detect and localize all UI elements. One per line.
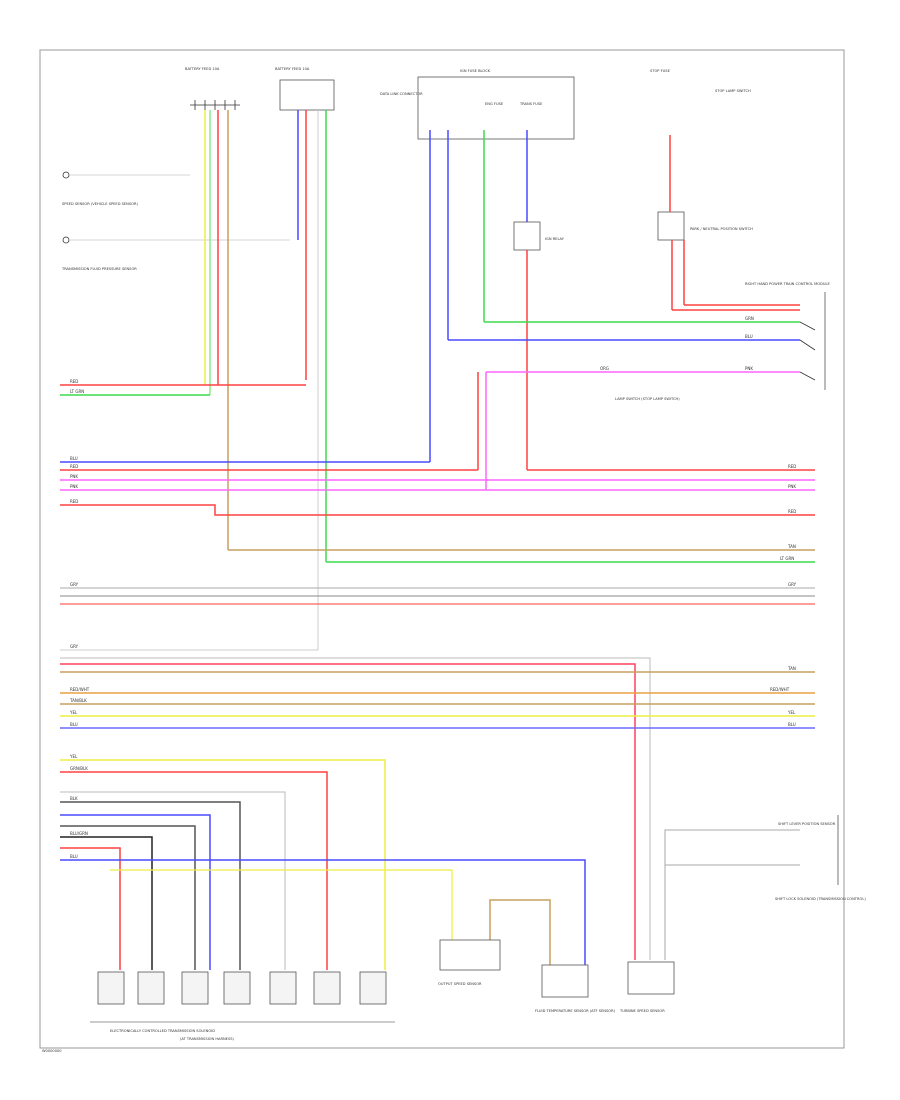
label-ltgrn-right: LT GRN (780, 556, 794, 561)
wire-h-gray-5 (60, 657, 651, 960)
diagram-frame (39, 49, 845, 1049)
output-speed-box (439, 939, 501, 971)
shift-lock-label: SHIFT LOCK SOLENOID (TRANSMISSION CONTRO… (775, 897, 866, 901)
pressure-sensor-icon (62, 236, 70, 244)
connector-bracket-1 (190, 100, 240, 110)
solenoid-box-3 (181, 971, 209, 1005)
wire-h-red-e (60, 504, 815, 516)
label-red-2: RED (70, 464, 78, 469)
solenoid-box-4 (223, 971, 251, 1005)
solenoid-box-7 (359, 971, 387, 1005)
fuse-label-left: ENG FUSE (485, 102, 504, 106)
footer-code: W0000000 (42, 1049, 62, 1053)
fluid-temp-box (541, 964, 589, 998)
label-pnk-1: PNK (70, 474, 78, 479)
label-org-mid: ORG (600, 366, 609, 371)
label-redwht-right: RED/WHT (770, 687, 790, 692)
wire-b-black (60, 836, 153, 970)
label-blu-3: BLU (70, 854, 78, 859)
label-gry-right: GRY (788, 582, 797, 587)
wire-b-dkgray-2 (60, 825, 196, 970)
park-neutral-label: PARK / NEUTRAL POSITION SWITCH (690, 227, 753, 231)
wire-b-yellow (60, 759, 386, 970)
ign-relay-box (513, 221, 541, 251)
turbine-speed-label: TURBINE SPEED SENSOR (619, 1009, 665, 1013)
wire-b-red-2 (60, 847, 121, 970)
label-blu-module: BLU (745, 334, 753, 339)
label-red-right: RED (788, 464, 796, 469)
label-grnblk: GRN/BLK (70, 766, 88, 771)
ign-relay-label: IGN RELAY (545, 237, 565, 241)
label-gry-2: GRY (70, 644, 79, 649)
battery-feed-label-2: BATTERY FEED 10A (275, 67, 310, 71)
module-switch-1 (799, 321, 816, 381)
trans-harness-label: (AT TRANSMISSION HARNESS) (180, 1037, 235, 1041)
wire-b-blue-2 (60, 859, 586, 965)
label-blk: BLK (70, 796, 78, 801)
label-grn-module: GRN (745, 316, 754, 321)
output-speed-label: OUTPUT SPEED SENSOR (438, 982, 482, 986)
label-pnk-2: PNK (70, 484, 78, 489)
solenoid-box-1 (97, 971, 125, 1005)
solenoid-box-2 (137, 971, 165, 1005)
wire-b-gray (60, 791, 286, 970)
solenoid-box-5 (269, 971, 297, 1005)
label-pnk-module: PNK (745, 366, 753, 371)
wire-h-red-6 (60, 663, 636, 960)
wire-b-tan-loop (489, 899, 551, 965)
solenoid-group-label: ELECTRONICALLY CONTROLLED TRANSMISSION S… (110, 1029, 215, 1033)
label-yel-2: YEL (69, 754, 78, 759)
speed-sensor-icon (62, 171, 70, 179)
wire-b-yellow-2 (110, 869, 453, 940)
label-blu-2: BLU (70, 722, 78, 727)
wire-b-dkgray (60, 801, 241, 970)
battery-feed-label-1: BATTERY FEED 10A (185, 67, 220, 71)
label-tan-right: TAN (787, 544, 796, 549)
lamp-switch-label: LAMP SWITCH (STOP LAMP SWITCH) (615, 397, 680, 401)
label-red-3: RED (70, 499, 78, 504)
connector-box-2 (279, 79, 335, 111)
right-power-label: RIGHT HAND POWER TRAIN CONTROL MODULE (745, 282, 831, 286)
data-link-label: DATA LINK CONNECTOR (380, 92, 423, 96)
fuse-block-label: IGN FUSE BLOCK (460, 69, 491, 73)
label-gry-1: GRY (70, 582, 79, 587)
label-blugrn: BLU/GRN (70, 831, 88, 836)
wire-b-red (60, 771, 328, 970)
label-red-right-2: RED (788, 509, 796, 514)
stop-relay-box (657, 211, 685, 241)
label-tanblk: TAN/BLK (69, 698, 87, 703)
label-yel-right: YEL (787, 710, 796, 715)
stop-lamp-switch-label: STOP LAMP SWITCH (715, 89, 751, 93)
fuse-label-right: TRANS FUSE (519, 102, 543, 106)
fuse-block (417, 76, 575, 140)
speed-sensor-label: SPEED SENSOR (VEHICLE SPEED SENSOR) (62, 202, 138, 206)
label-red-1: RED (70, 379, 78, 384)
solenoid-box-6 (313, 971, 341, 1005)
label-ltgrn-1: LT GRN (70, 389, 84, 394)
shift-lever-label: SHIFT LEVER POSITION SENSOR (778, 822, 836, 826)
label-tan-right-2: TAN (787, 666, 796, 671)
stop-fuse-label: STOP FUSE (650, 69, 671, 73)
fluid-temp-label: FLUID TEMPERATURE SENSOR (ATF SENSOR) (535, 1009, 616, 1013)
label-yel-1: YEL (69, 710, 78, 715)
label-redwht: RED/WHT (70, 687, 90, 692)
label-pnk-right: PNK (788, 484, 796, 489)
wire-b-blue (60, 814, 211, 970)
wire-b-gray-right (664, 829, 800, 960)
turbine-speed-box (627, 961, 675, 995)
pressure-sensor-label: TRANSMISSION FLUID PRESSURE SENSOR (61, 267, 137, 271)
label-blu-1: BLU (70, 456, 78, 461)
label-blu-right: BLU (788, 722, 796, 727)
